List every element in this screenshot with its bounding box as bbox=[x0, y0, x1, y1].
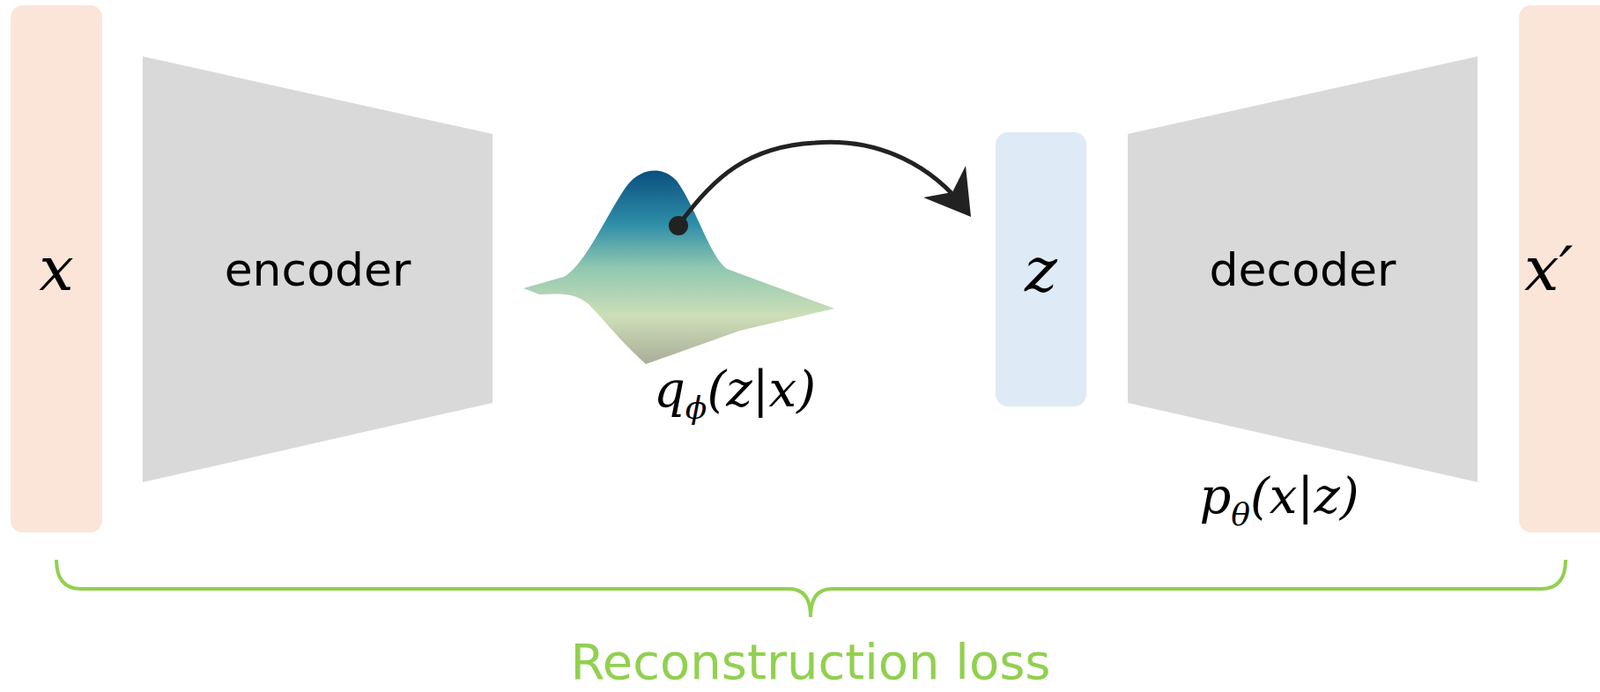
posterior-label: qϕ(z|x) bbox=[653, 360, 816, 426]
gaussian-surface bbox=[523, 170, 835, 364]
encoder-trapezoid: encoder bbox=[142, 56, 493, 482]
likelihood-label: pθ(x|z) bbox=[1199, 466, 1359, 533]
variable-name: x′ bbox=[1524, 232, 1573, 305]
stage-name: decoder bbox=[1209, 243, 1397, 297]
stage-name: encoder bbox=[224, 243, 412, 297]
brace bbox=[56, 559, 1566, 617]
input-box: x bbox=[10, 5, 103, 533]
loss-label: Reconstruction loss bbox=[570, 632, 1051, 690]
output-box: x′ bbox=[1518, 5, 1600, 533]
sample-arrow bbox=[678, 141, 966, 226]
decoder-trapezoid: decoder bbox=[1127, 56, 1478, 482]
variable-name: x bbox=[38, 232, 74, 305]
variable-name: z bbox=[1024, 233, 1058, 306]
latent-box: z bbox=[995, 132, 1087, 407]
